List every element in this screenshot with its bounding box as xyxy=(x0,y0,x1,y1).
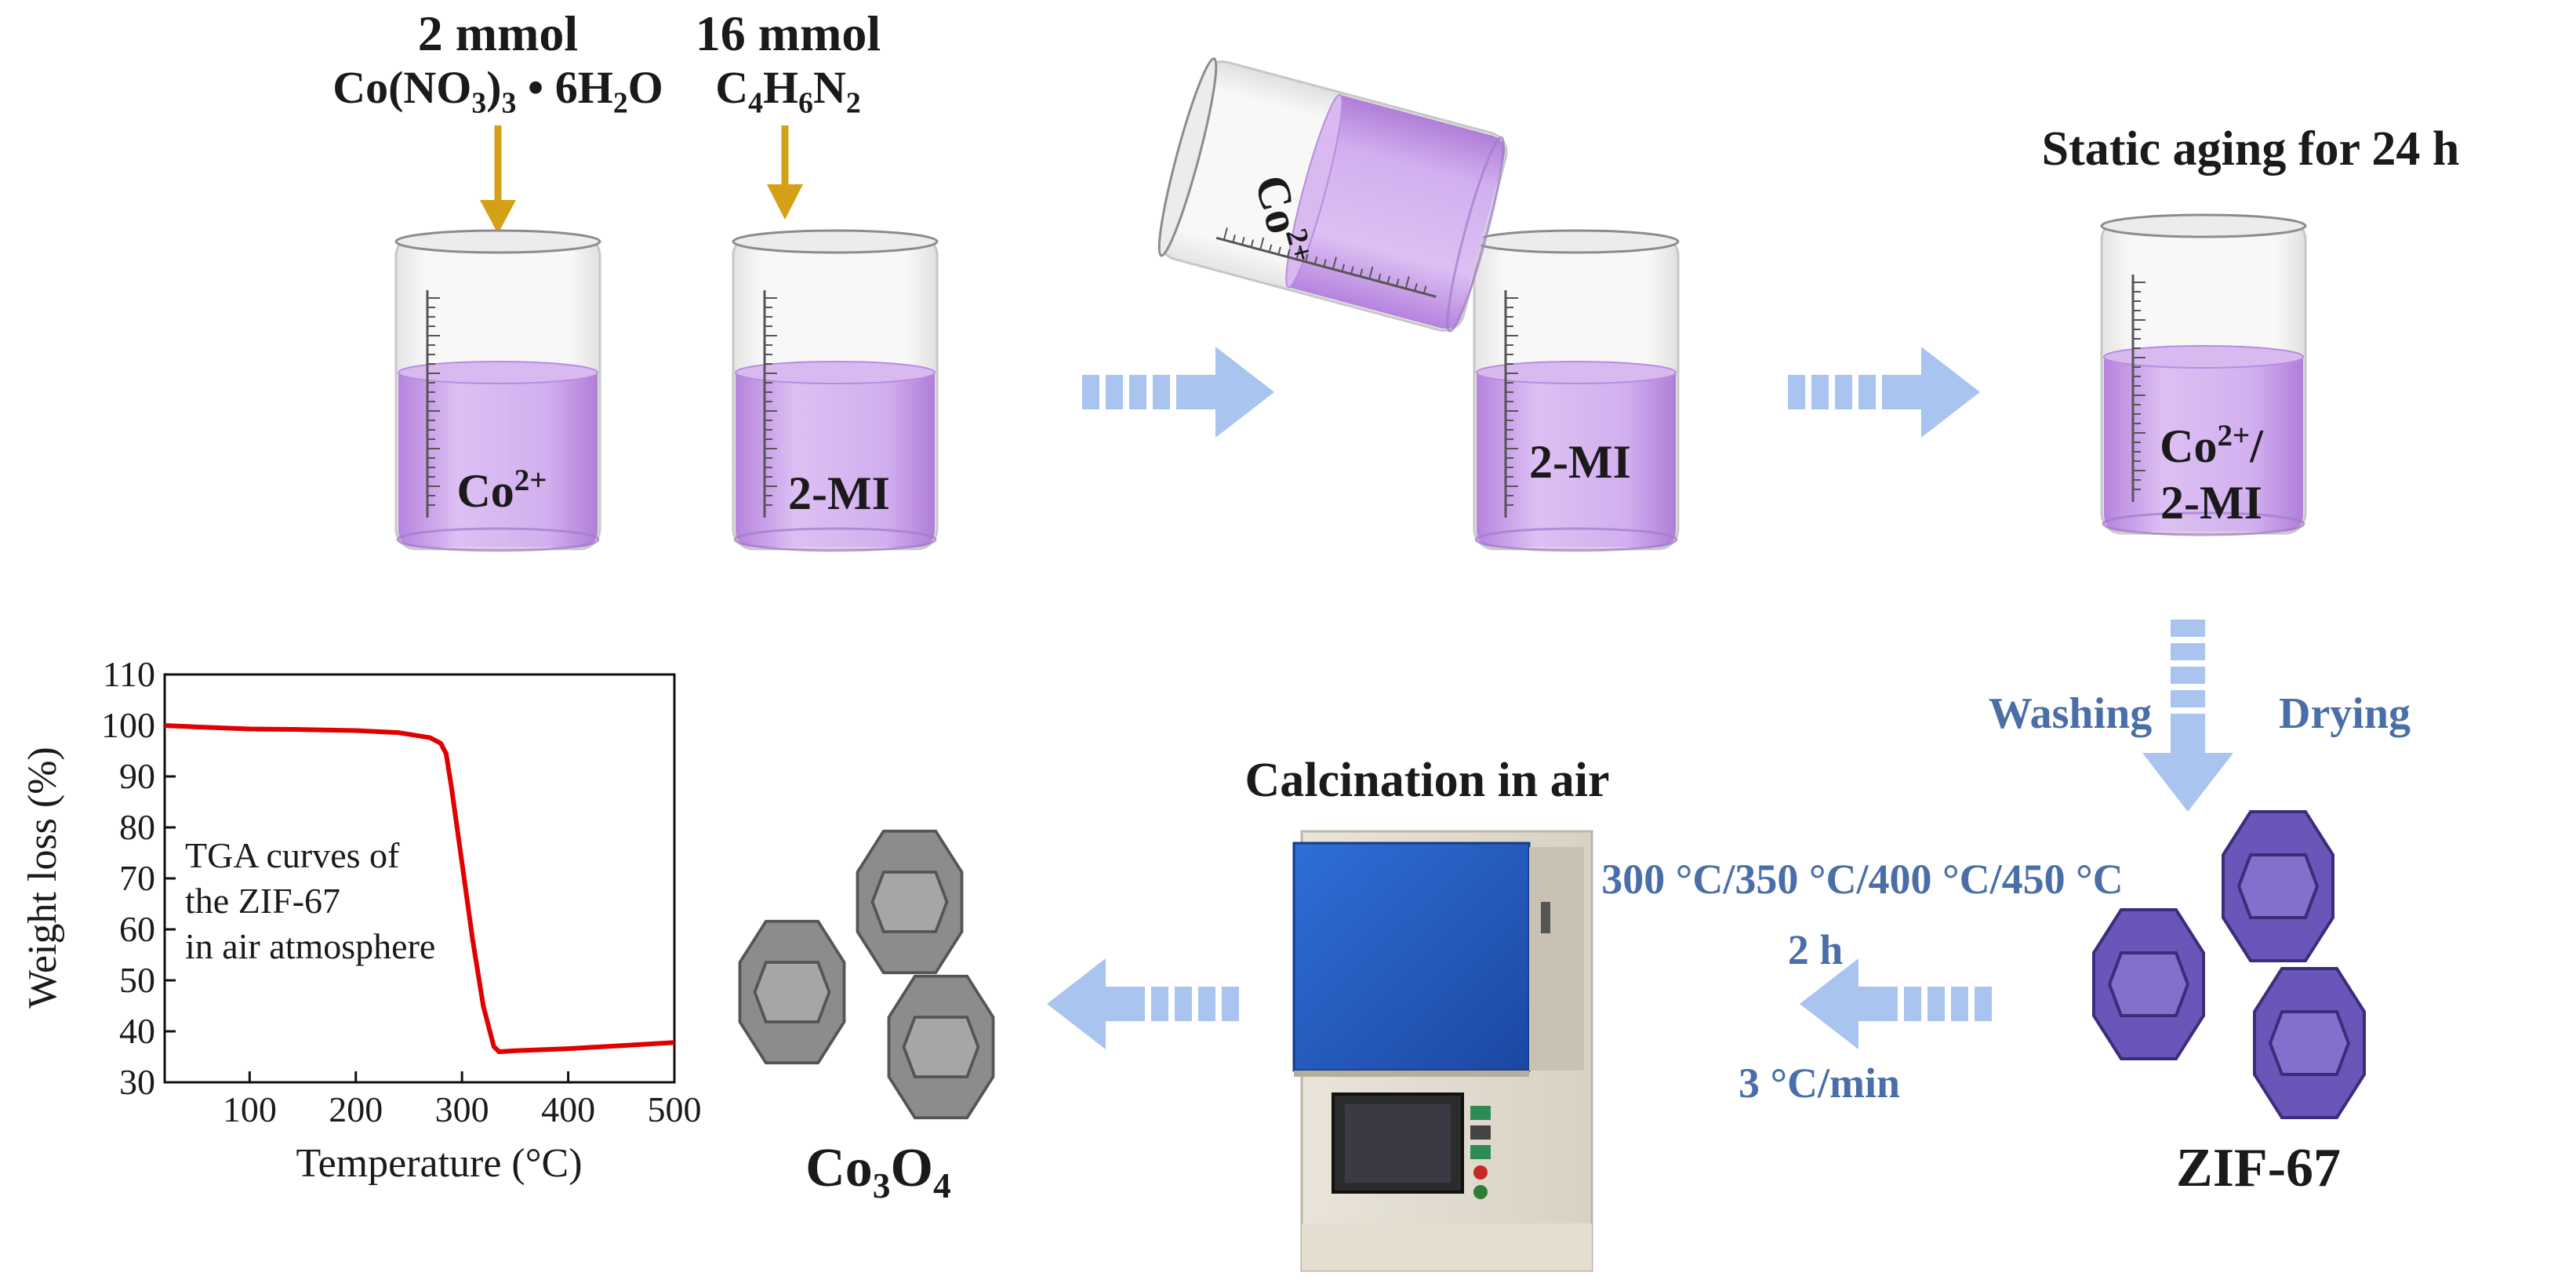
tga-annotation-line-3: in air atmosphere xyxy=(185,926,436,966)
tga-ytick-label: 60 xyxy=(119,909,155,949)
co3o4-crystals xyxy=(738,829,995,1120)
process-arrow-left-2 xyxy=(1047,958,1239,1049)
mi-formula-label: C4H6N2 xyxy=(715,62,861,120)
calcination-label: Calcination in air xyxy=(1244,754,1610,807)
tga-ytick-label: 50 xyxy=(119,960,155,1000)
oxide-crystal-3 xyxy=(887,974,995,1120)
reagent-arrow-co xyxy=(480,125,516,234)
tga-xtick-label: 300 xyxy=(434,1089,489,1129)
aging-step-label: Static aging for 24 h xyxy=(2041,122,2460,176)
beaker-mi-label: 2-MI xyxy=(788,467,890,519)
tga-ytick-label: 40 xyxy=(119,1011,155,1051)
co3o4-label: Co3O4 xyxy=(805,1138,951,1205)
tga-annotation: TGA curves of the ZIF-67 in air atmosphe… xyxy=(185,833,435,969)
rate-label: 3 °C/min xyxy=(1738,1060,1901,1107)
drying-label: Drying xyxy=(2279,689,2411,738)
beaker-co-label: Co2+ xyxy=(456,464,547,517)
tga-chart xyxy=(163,673,676,1084)
beaker-mi-receiving-label: 2-MI xyxy=(1529,436,1631,488)
mi-amount-label: 16 mmol xyxy=(695,5,881,61)
beaker-tilted-co xyxy=(1149,54,1514,337)
tga-ytick-label: 90 xyxy=(119,756,155,796)
oxide-crystal-1 xyxy=(856,829,964,975)
beaker-mixed-label: Co2+/2-MI xyxy=(2160,419,2263,529)
tga-ytick-label: 70 xyxy=(119,858,155,898)
zif67-crystals xyxy=(2092,810,2366,1119)
zif-crystal-3 xyxy=(2253,967,2366,1119)
oxide-crystal-2 xyxy=(738,919,846,1065)
zif67-label: ZIF-67 xyxy=(2176,1138,2341,1198)
reagent-arrow-mi xyxy=(767,125,803,220)
tga-xtick-label: 500 xyxy=(647,1089,702,1129)
tga-xtick-label: 100 xyxy=(222,1089,277,1129)
zif-crystal-1 xyxy=(2222,810,2334,962)
co-formula-label: Co(NO3)3 • 6H2O xyxy=(332,62,663,120)
process-arrow-2 xyxy=(1788,347,1980,438)
tga-ytick-label: 100 xyxy=(101,705,155,745)
duration-label: 2 h xyxy=(1787,926,1844,973)
tga-ytick-label: 80 xyxy=(119,807,155,847)
tga-ytick-label: 30 xyxy=(119,1062,155,1102)
co-amount-label: 2 mmol xyxy=(417,5,579,61)
washing-label: Washing xyxy=(1988,689,2153,738)
tga-annotation-line-2: the ZIF-67 xyxy=(185,881,341,921)
tga-annotation-line-1: TGA curves of xyxy=(185,835,400,875)
muffle-furnace xyxy=(1292,830,1593,1272)
tga-series-line xyxy=(164,723,675,1055)
beaker-mi-receiving xyxy=(1473,229,1680,552)
tga-xtick-label: 400 xyxy=(541,1089,596,1129)
tga-ylabel: Weight loss (%) xyxy=(20,747,65,1009)
tga-xtick-label: 200 xyxy=(329,1089,383,1129)
zif-crystal-2 xyxy=(2092,908,2205,1060)
tga-xlabel: Temperature (°C) xyxy=(296,1141,583,1186)
process-arrow-1 xyxy=(1082,347,1274,438)
temperatures-label: 300 °C/350 °C/400 °C/450 °C xyxy=(1601,856,2124,903)
tga-ytick-label: 110 xyxy=(102,654,155,694)
